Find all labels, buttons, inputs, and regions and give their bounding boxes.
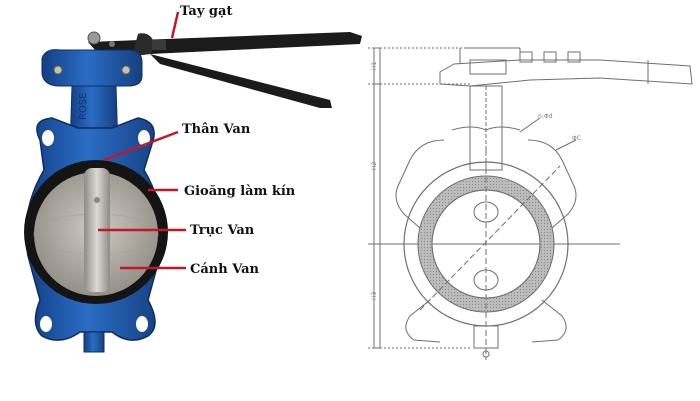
top-flange bbox=[41, 49, 143, 87]
valve-stem bbox=[84, 168, 110, 292]
dim-holes: n-Φd bbox=[538, 113, 553, 120]
dim-h1: H1 bbox=[371, 61, 378, 70]
label-disc: Cánh Van bbox=[190, 262, 260, 277]
pointer-body bbox=[103, 130, 179, 162]
valve-technical-drawing bbox=[368, 47, 693, 360]
pointer-lines bbox=[98, 11, 186, 270]
valve-photo: ROSE bbox=[24, 31, 362, 353]
dim-circle: ΦC bbox=[572, 135, 581, 142]
pointer-handle bbox=[170, 11, 180, 39]
label-handle: Tay gạt bbox=[180, 4, 232, 19]
label-body: Thân Van bbox=[182, 122, 251, 137]
label-stem: Trục Van bbox=[190, 223, 255, 238]
svg-text:ROSE: ROSE bbox=[78, 93, 89, 121]
lever-handle bbox=[87, 31, 362, 108]
label-seal: Gioăng làm kín bbox=[184, 184, 296, 199]
dim-h3: H3 bbox=[371, 291, 378, 300]
dim-h2: H2 bbox=[371, 161, 378, 170]
